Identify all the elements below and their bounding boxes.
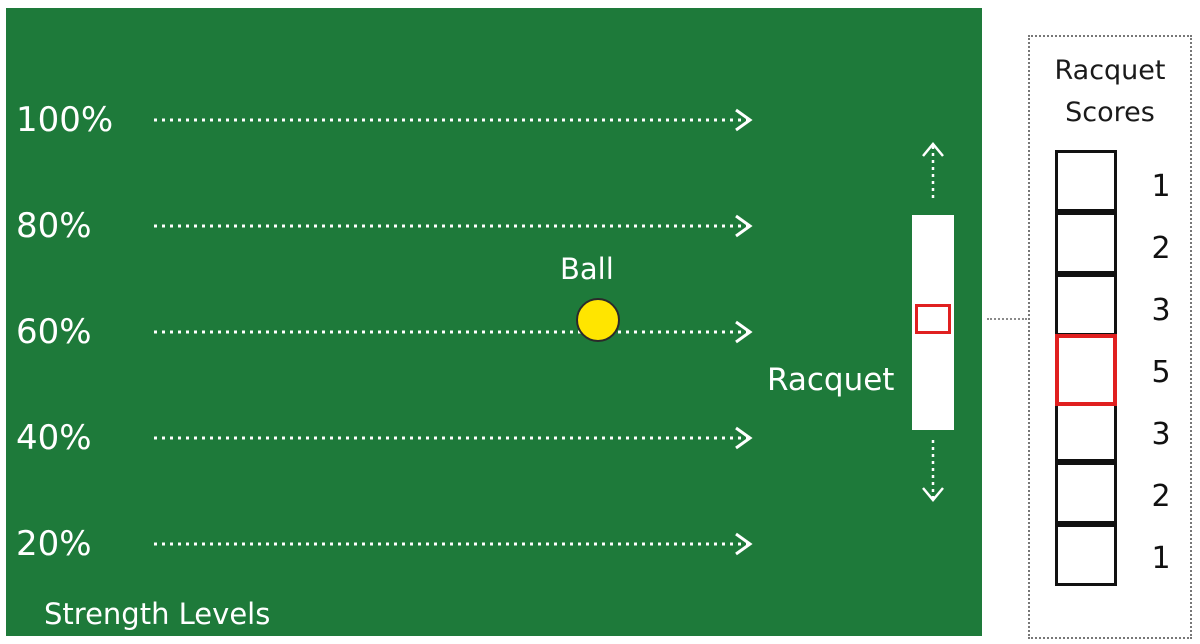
ball-label: Ball <box>560 252 614 286</box>
trajectory-arrow-60 <box>154 320 754 344</box>
racquet-scores-connector <box>987 318 1027 320</box>
racquet[interactable] <box>912 215 954 430</box>
score-value: 3 <box>1151 293 1171 328</box>
level-label-60: 60% <box>16 312 92 352</box>
score-value: 2 <box>1151 479 1171 514</box>
score-cell-7 <box>1055 524 1117 586</box>
level-label-80: 80% <box>16 206 92 246</box>
racquet-scores-panel: Racquet Scores 1 2 3 5 3 2 1 <box>1028 35 1192 639</box>
trajectory-arrow-20 <box>154 532 754 556</box>
score-value-selected: 5 <box>1151 355 1171 390</box>
trajectory-arrow-40 <box>154 426 754 450</box>
score-cell-selected <box>1055 334 1117 406</box>
racquet-hit-zone <box>915 304 951 334</box>
level-label-100: 100% <box>16 100 114 140</box>
ball[interactable] <box>576 298 620 342</box>
playing-field: 100% 80% 60% 40% 20% Strength Levels <box>6 8 982 636</box>
racquet-up-arrow-icon <box>918 140 948 210</box>
score-cell-1 <box>1055 150 1117 212</box>
score-value: 3 <box>1151 417 1171 452</box>
scores-title-line1: Racquet <box>1054 55 1166 86</box>
score-cell-2 <box>1055 212 1117 274</box>
level-label-40: 40% <box>16 418 92 458</box>
score-cell-6 <box>1055 462 1117 524</box>
score-cell-5 <box>1055 400 1117 462</box>
trajectory-arrow-100 <box>154 108 754 132</box>
strength-levels-title: Strength Levels <box>44 597 271 631</box>
level-label-20: 20% <box>16 524 92 564</box>
score-value: 1 <box>1151 541 1171 576</box>
racquet-down-arrow-icon <box>918 436 948 508</box>
trajectory-arrow-80 <box>154 214 754 238</box>
scores-title-line2: Scores <box>1065 97 1155 128</box>
score-value: 2 <box>1151 231 1171 266</box>
score-value: 1 <box>1151 169 1171 204</box>
racquet-label: Racquet <box>767 362 895 398</box>
score-cell-3 <box>1055 274 1117 336</box>
